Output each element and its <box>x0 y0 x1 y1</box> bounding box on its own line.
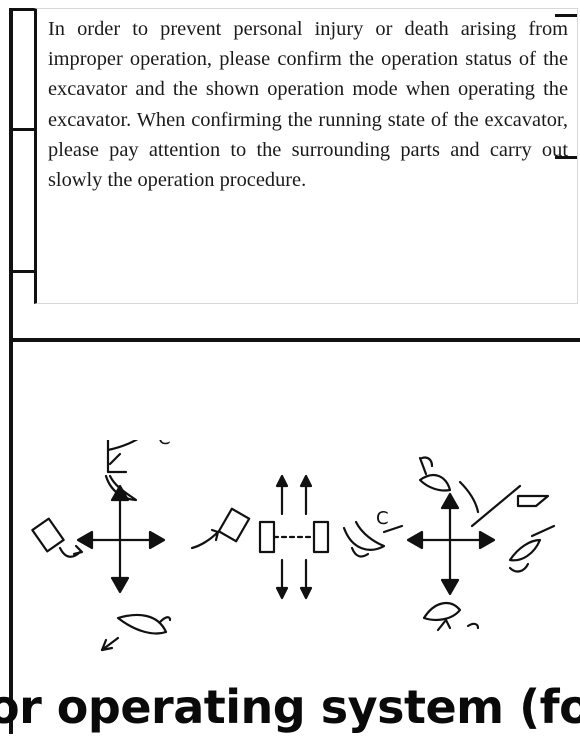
boom-swing-icon <box>31 517 84 558</box>
boom-swing-icon <box>190 507 251 550</box>
section-divider <box>9 338 580 342</box>
warning-text: In order to prevent personal injury or d… <box>48 18 568 192</box>
section-heading-bar: or operating system (fore <box>0 684 580 740</box>
travel-lever-icon <box>258 474 330 600</box>
warning-box <box>34 8 578 304</box>
arm-bucket-icon <box>104 440 139 502</box>
section-heading: or operating system (fore <box>0 684 580 734</box>
control-lever-cross-icon <box>76 484 166 594</box>
lever-pattern-diagram: C <box>31 440 556 652</box>
diagram-label-c: C <box>158 440 171 449</box>
frame-tick <box>9 270 39 273</box>
frame-tick <box>555 14 577 17</box>
frame-left-line <box>9 8 13 734</box>
frame-tick <box>9 8 39 11</box>
control-lever-cross-icon <box>406 484 522 596</box>
arm-bucket-icon <box>100 613 172 652</box>
frame-tick <box>9 128 39 131</box>
arm-bucket-icon <box>342 456 556 632</box>
diagram-label-c: C <box>376 508 389 529</box>
frame-tick <box>555 156 577 159</box>
